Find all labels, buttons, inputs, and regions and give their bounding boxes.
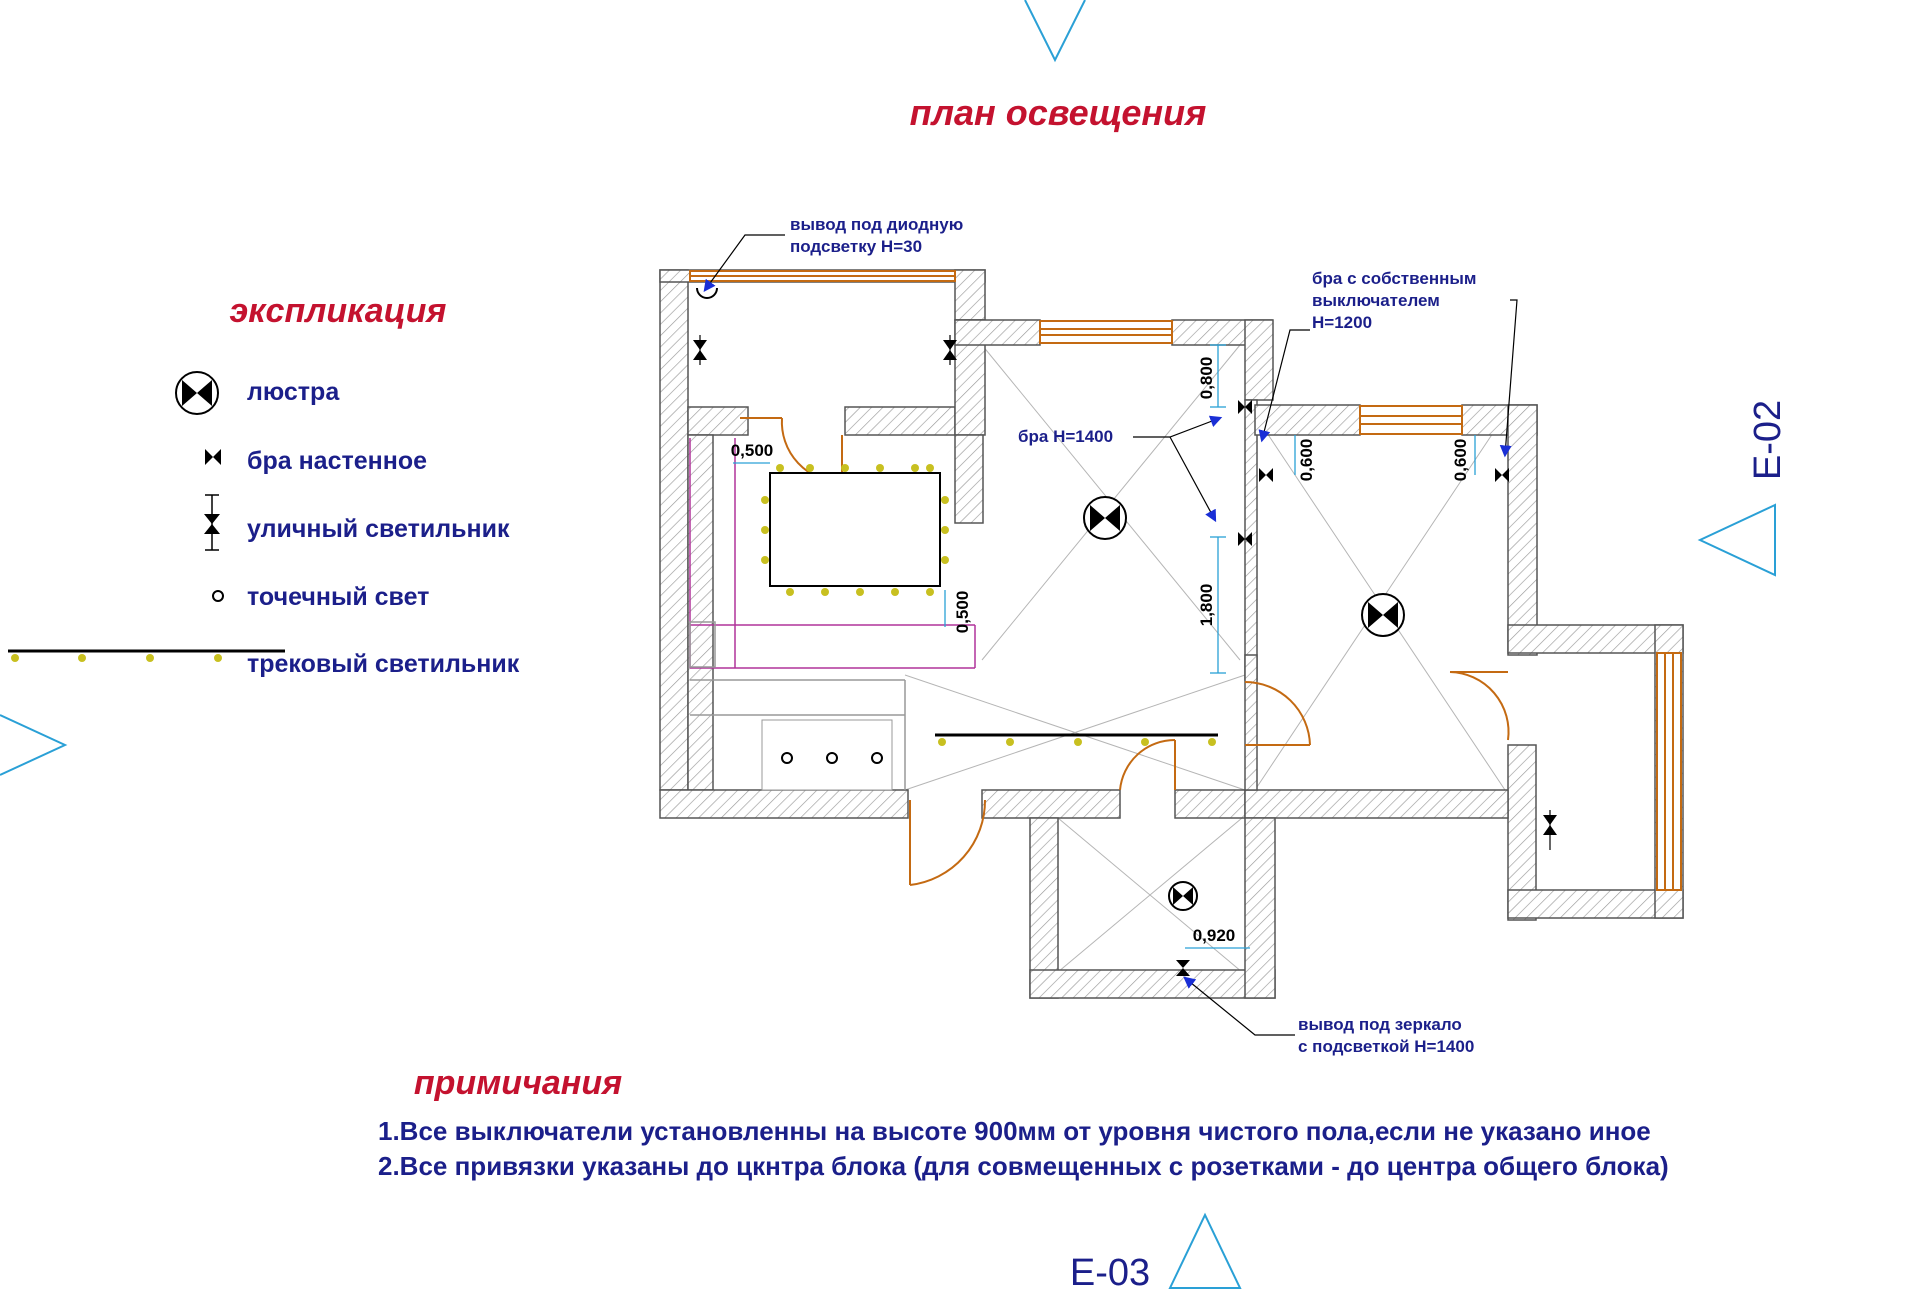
walls (659, 269, 1684, 999)
wall-sconce-icon (205, 449, 221, 465)
callout-diode-line1: вывод под диодную (790, 215, 963, 234)
callout-mirror-line2: с подсветкой Н=1400 (1298, 1037, 1474, 1056)
legend-label-track-light: трековый светильник (247, 650, 520, 678)
legend-label-outdoor-light: уличный светильник (247, 515, 510, 543)
callout-sconce-switch-line1: бра с собственным (1312, 269, 1476, 288)
kitchen-island (769, 472, 941, 587)
chandelier-icon (1083, 496, 1127, 540)
section-marker-top (1024, 0, 1086, 63)
dimension-label: 0,500 (953, 591, 972, 634)
outdoor-light-icon (693, 335, 1557, 976)
callout-sconce-height: бра Н=1400 (1018, 427, 1113, 446)
callout-leaders (703, 234, 1518, 1036)
corridor-track-light (935, 733, 1218, 746)
note-line-1: 1.Все выключатели установленны на высоте… (378, 1116, 1651, 1146)
section-marker-left (0, 714, 68, 776)
callout-diode-line2: подсветку Н=30 (790, 237, 922, 256)
doors (740, 417, 1510, 886)
legend: экспликация люстра бра настенное уличный… (8, 292, 520, 678)
legend-label-wall-sconce: бра настенное (247, 447, 427, 475)
dimension-label: 0,920 (1193, 926, 1236, 945)
floor-plan: 0,500 0,500 0,800 1,800 0,600 0,600 0,92… (659, 215, 1684, 1056)
outdoor-light-icon (204, 494, 220, 551)
notes: примичания 1.Все выключатели установленн… (378, 1064, 1669, 1181)
dimension-label: 0,600 (1451, 439, 1470, 482)
spot-lights (781, 752, 883, 764)
notes-heading: примичания (414, 1064, 622, 1102)
dimension-lines (733, 344, 1476, 949)
chandelier-icon (1361, 593, 1405, 637)
track-light-icon (8, 649, 285, 662)
legend-heading: экспликация (230, 292, 447, 330)
section-marker-bottom (1168, 1212, 1242, 1289)
room-diagonals (904, 344, 1506, 973)
wall-sconce-icon (1238, 400, 1509, 546)
dimension-label: 0,500 (731, 441, 774, 460)
chandelier-icon (1168, 881, 1198, 911)
legend-label-spot-light: точечный свет (247, 583, 429, 611)
dimension-label: 0,800 (1197, 357, 1216, 400)
sheet-ref-bottom: Е-03 (1070, 1252, 1150, 1294)
chandelier-icon (175, 371, 219, 415)
spot-light-icon (212, 590, 224, 602)
plan-title: план освещения (910, 92, 1207, 133)
diode-outlet-icon (696, 287, 718, 299)
callout-mirror-line1: вывод под зеркало (1298, 1015, 1462, 1034)
section-marker-right (1697, 503, 1776, 577)
legend-label-chandelier: люстра (247, 378, 340, 406)
dimension-label: 0,600 (1297, 439, 1316, 482)
callout-sconce-switch-line3: Н=1200 (1312, 313, 1372, 332)
sheet-ref-right: Е-02 (1747, 400, 1789, 480)
dimension-label: 1,800 (1197, 584, 1216, 627)
windows (689, 270, 1682, 891)
island-track-lights (761, 464, 949, 596)
callout-sconce-switch-line2: выключателем (1312, 291, 1440, 310)
kitchen-furniture (689, 438, 976, 669)
note-line-2: 2.Все привязки указаны до цкнтра блока (… (378, 1151, 1669, 1181)
